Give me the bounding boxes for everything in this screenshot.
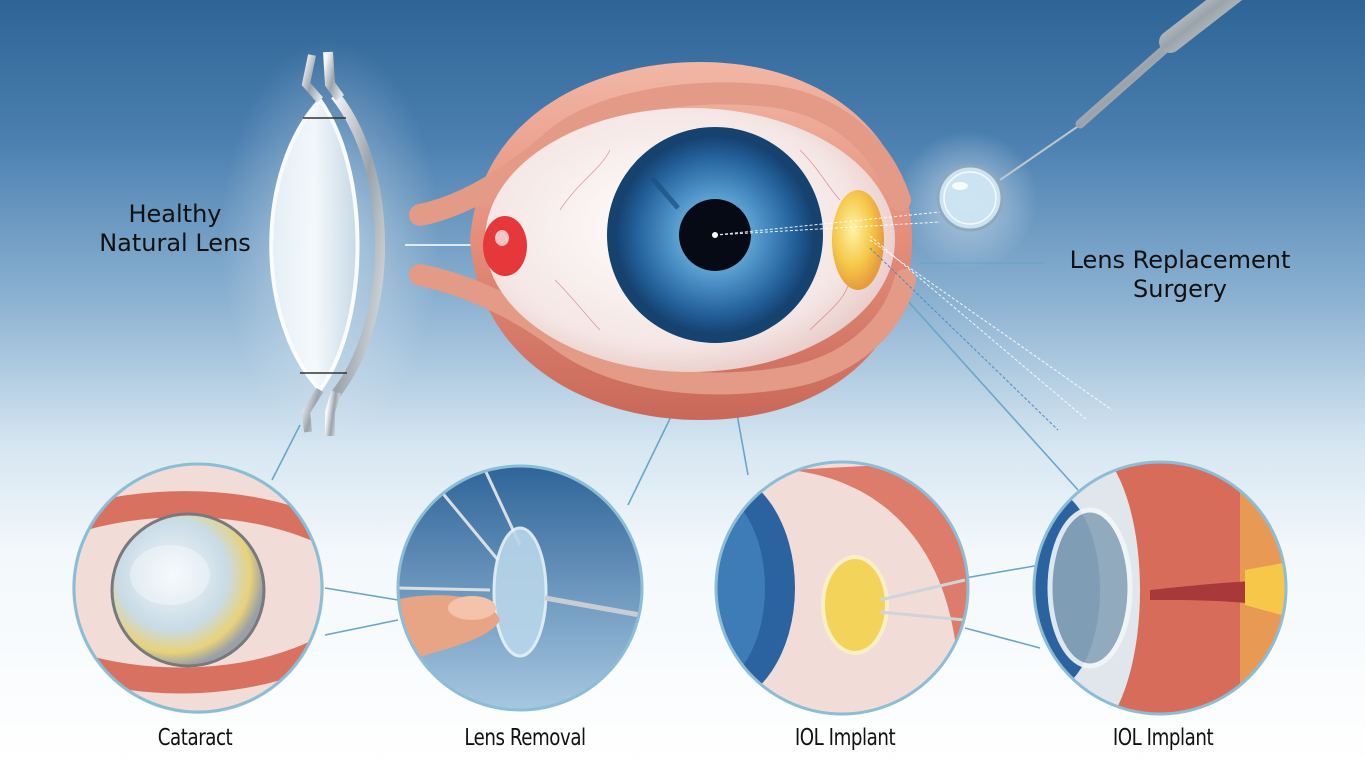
healthy-natural-lens-label: Healthy Natural Lens	[70, 200, 280, 258]
main-eye-illustration	[409, 62, 1113, 431]
iol-placed-icon	[1032, 460, 1288, 716]
healthy-lens-label-line2: Natural Lens	[99, 228, 251, 257]
cataract-lens-icon	[72, 462, 324, 714]
iol-insertion-icon	[714, 460, 970, 716]
surgery-label-line1: Lens Replacement	[1069, 246, 1291, 274]
stage-caption-iol-implant-2: IOL Implant	[1112, 725, 1214, 751]
lens-replacement-surgery-label: Lens Replacement Surgery	[1050, 246, 1310, 304]
surgery-label-line2: Surgery	[1133, 274, 1227, 303]
stage-caption-iol-implant-1: IOL Implant	[794, 725, 896, 751]
healthy-lens-illustration	[269, 51, 385, 436]
surgical-instrument-illustration	[936, 0, 1243, 232]
healthy-lens-label-line1: Healthy	[128, 200, 222, 228]
lens-removal-icon	[396, 464, 644, 712]
stage-caption-cataract: Cataract	[157, 725, 233, 751]
stage-caption-lens-removal: Lens Removal	[464, 725, 586, 751]
